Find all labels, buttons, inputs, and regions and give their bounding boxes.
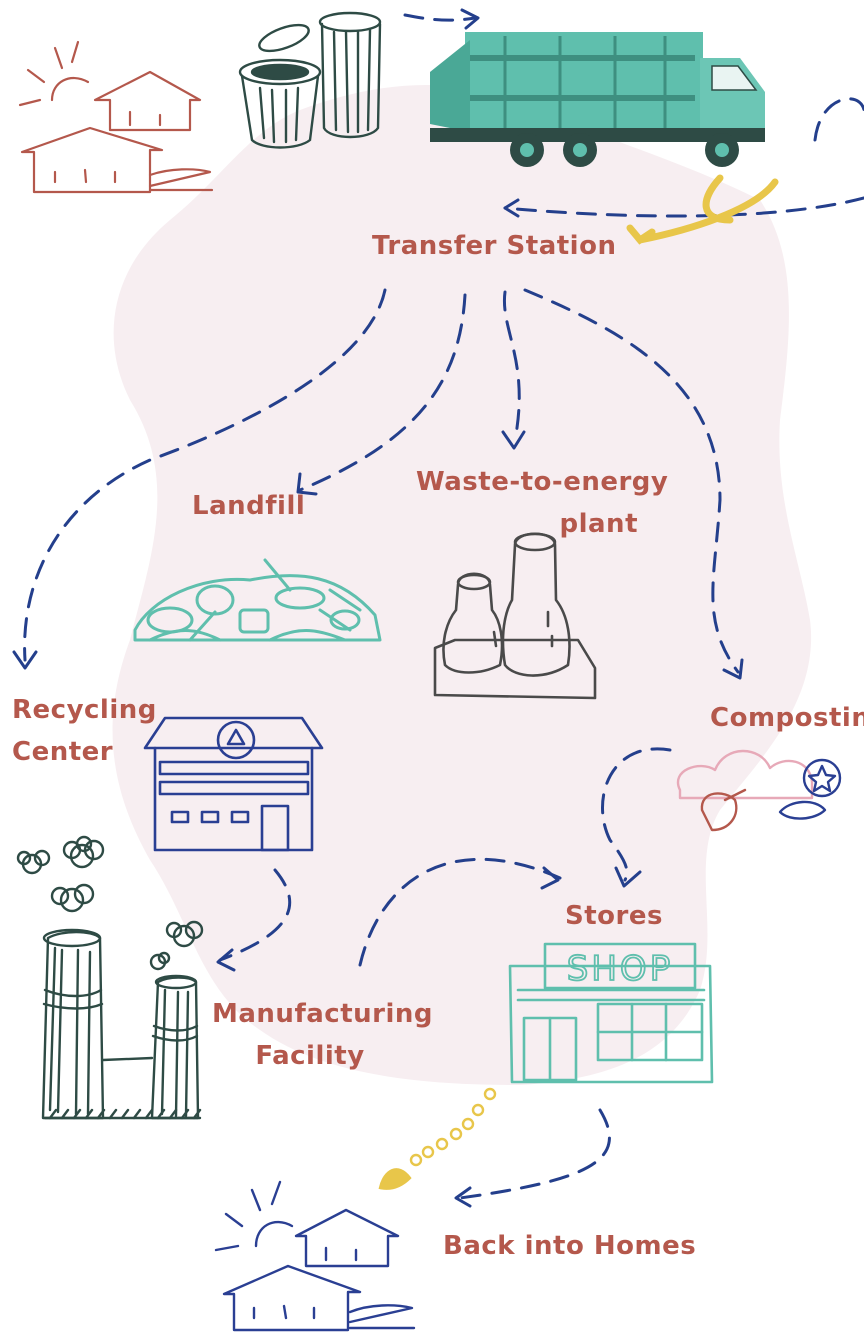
label-recycling-line2: Center [12,737,114,767]
label-landfill: Landfill [192,491,306,521]
flow-arrows [23,13,864,1200]
arrow-truck-to-transfer [503,196,864,218]
label-recycling-line1: Recycling [12,695,157,725]
arrow-to-composting [523,288,740,674]
cooling-towers-icon [433,532,597,700]
compost-icon [676,749,842,832]
label-composting: Composting [710,703,864,733]
arrow-stores-to-homes [458,1108,611,1200]
label-transfer-station: Transfer Station [372,231,617,261]
shop-sign-text: SHOP [567,949,673,989]
factory-chimneys-icon [16,835,204,1120]
label-manufacturing-line2: Facility [255,1041,365,1071]
arrow-cans-to-truck [403,13,477,22]
landfill-pile-icon [133,558,382,642]
arrowheads [12,8,744,1208]
arrow-to-wte [502,290,521,442]
trash-cans-icon [238,11,382,149]
houses-sun-bottom-icon [214,1180,416,1332]
label-waste-to-energy-line2: plant [559,509,638,539]
recycling-center-icon [143,716,324,852]
coins-icon [378,1087,497,1190]
arrow-recycling-to-manufacturing [218,868,292,962]
label-manufacturing-line1: Manufacturing [212,999,433,1029]
garbage-truck-icon [430,32,765,167]
arrow-to-landfill [298,293,467,492]
shop-icon [508,942,714,1084]
arrow-loop-right [813,97,864,142]
label-stores: Stores [565,901,663,931]
yellow-swoosh [626,174,779,245]
label-waste-to-energy-line1: Waste-to-energy [416,467,669,497]
arrow-composting-to-stores [601,747,672,882]
arrow-manufacturing-to-stores [358,857,562,967]
arrow-to-recycling [23,288,387,662]
houses-sun-icon [18,40,214,194]
label-back-into-homes: Back into Homes [443,1231,697,1261]
